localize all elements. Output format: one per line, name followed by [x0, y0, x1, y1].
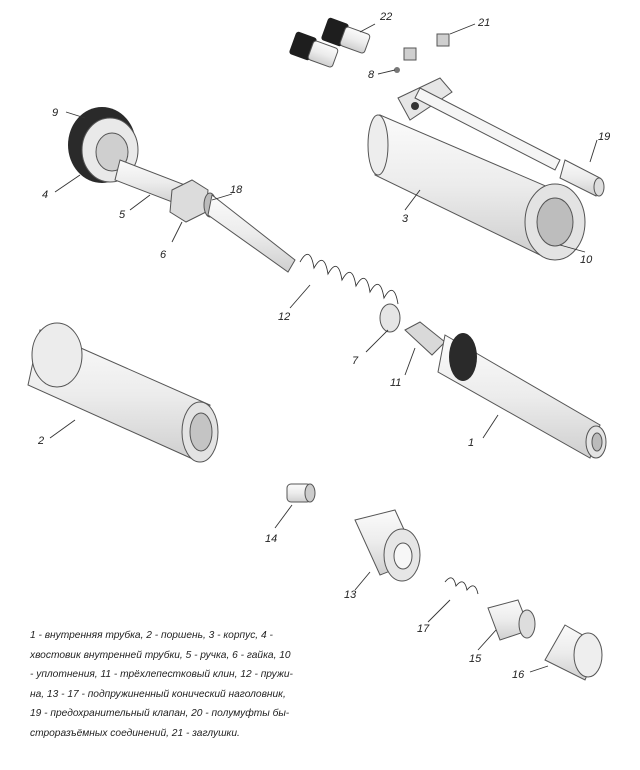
- caption-line: 19 - предохранительный клапан, 20 - полу…: [30, 708, 290, 719]
- part-18-rod: [203, 192, 296, 273]
- label-part-11: 11: [390, 377, 401, 389]
- label-part-22: 22: [379, 11, 392, 23]
- part-21-plugs: [403, 33, 450, 61]
- part-13: [354, 509, 421, 582]
- label-part-16: 16: [512, 669, 525, 681]
- caption-line: 1 - внутренняя трубка, 2 - поршень, 3 - …: [30, 630, 273, 641]
- part-1-inner-tube: [437, 333, 607, 459]
- label-part-18: 18: [230, 184, 243, 196]
- label-part-8: 8: [368, 69, 375, 81]
- part-16-cone: [544, 624, 603, 681]
- label-part-1: 1: [468, 437, 474, 449]
- label-part-7: 7: [352, 355, 359, 367]
- caption-line: хвостовик внутренней трубки, 5 - ручка, …: [30, 649, 291, 661]
- part-19-relief-valve: [414, 87, 605, 197]
- label-part-15: 15: [469, 653, 482, 665]
- label-part-3: 3: [402, 213, 409, 225]
- label-part-21: 21: [477, 17, 490, 29]
- label-part-6: 6: [160, 249, 167, 261]
- label-part-13: 13: [344, 589, 357, 601]
- label-part-19: 19: [598, 131, 610, 143]
- label-part-12: 12: [278, 311, 290, 323]
- part-11-wedge: [404, 321, 446, 356]
- part-12-spring: [299, 253, 399, 305]
- label-part-17: 17: [417, 623, 430, 635]
- label-part-5: 5: [119, 209, 126, 221]
- label-part-9: 9: [52, 107, 58, 119]
- part-7-washer: [379, 303, 401, 333]
- caption-line: на, 13 - 17 - подпружиненный конический …: [30, 688, 286, 700]
- label-part-4: 4: [42, 189, 48, 201]
- caption-line: - уплотнения, 11 - трёхлепестковый клин,…: [30, 669, 293, 680]
- part-15: [487, 599, 536, 641]
- part-22-couplings: [289, 17, 371, 68]
- parts-legend-caption: 1 - внутренняя трубка, 2 - поршень, 3 - …: [30, 626, 330, 743]
- caption-line: строразъёмных соединений, 21 - заглушки.: [30, 727, 240, 739]
- leader-lines: [49, 23, 598, 673]
- part-17-spring: [444, 577, 479, 595]
- label-part-10: 10: [580, 254, 593, 266]
- label-part-2: 2: [37, 435, 44, 447]
- label-part-14: 14: [265, 533, 277, 545]
- part-14: [286, 483, 316, 503]
- part-8-fitting: [394, 67, 400, 73]
- part-2-piston: [27, 322, 219, 463]
